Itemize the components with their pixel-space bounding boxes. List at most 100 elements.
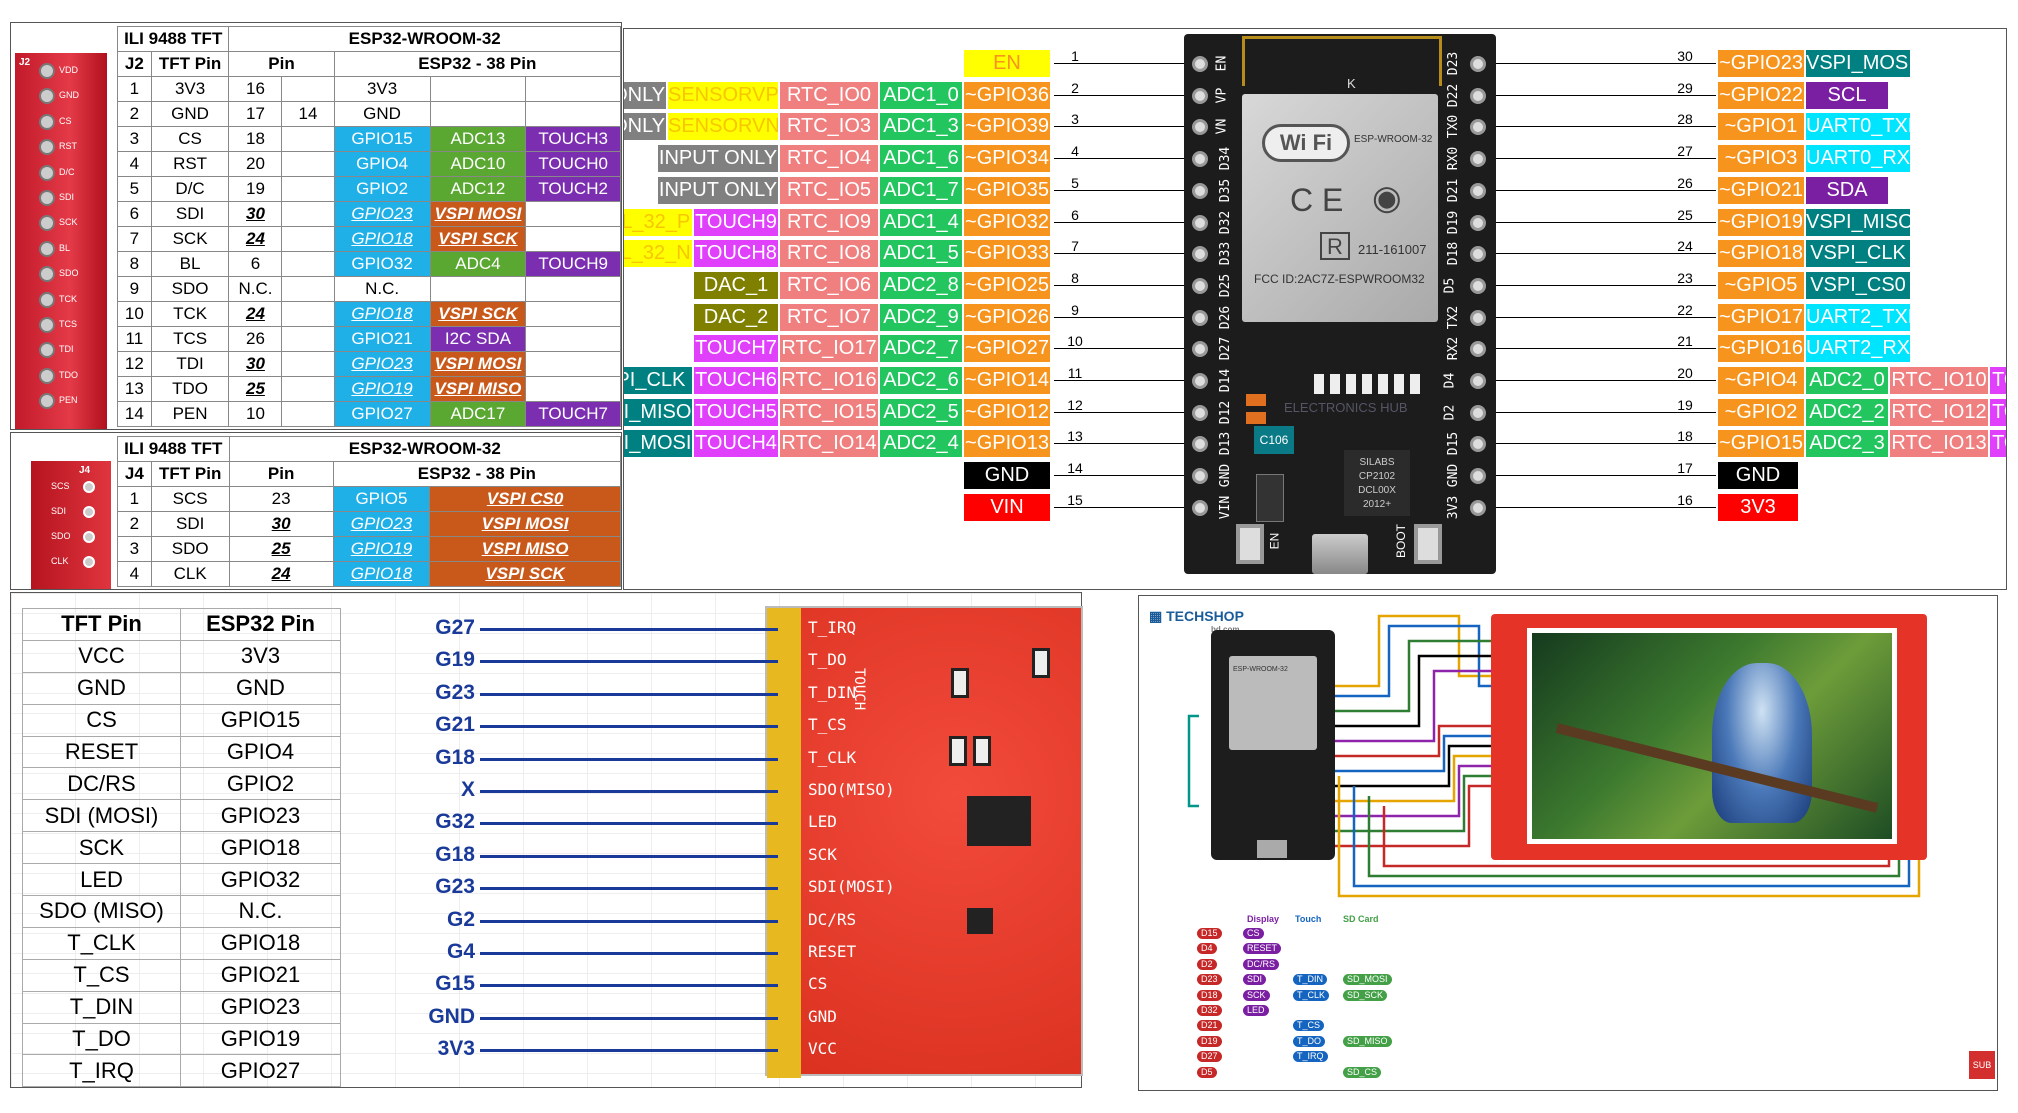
pin-number: 23 — [1677, 269, 1693, 286]
row-num: 11 — [117, 326, 152, 352]
pin-number: 16 — [1677, 491, 1693, 508]
row-num: 1 — [117, 76, 152, 102]
pin-silk-left: D13 — [1218, 432, 1234, 456]
pin-label-left: XTAL_32_P — [624, 208, 692, 236]
boot-button-label: BOOT — [1394, 523, 1409, 559]
pcb-label: CS — [808, 974, 828, 994]
pcb-label: T_DIN — [808, 682, 857, 702]
row-pin: 30 — [228, 201, 283, 227]
ce-mark: C E — [1290, 182, 1344, 218]
tft-pcb: TOUCH — [765, 606, 1083, 1078]
row-func: VSPI CS0 — [429, 486, 621, 512]
ic-u2 — [967, 796, 1031, 846]
row-tft-pin: VCC — [22, 639, 181, 673]
pin-line-left — [1054, 253, 1184, 255]
row-pin: 10 — [228, 401, 283, 427]
pin-hole — [1470, 182, 1486, 199]
gpio-line — [480, 822, 778, 826]
row-gpio: GPIO4 — [333, 151, 431, 177]
pin-label-right: RTC_IO10 — [1890, 367, 1988, 394]
row-func: I2C SDA — [429, 326, 527, 352]
row-esp32-pin: GPIO27 — [180, 1054, 341, 1088]
row-tft-pin: DC/RS — [22, 767, 181, 801]
pin-number: 27 — [1677, 143, 1693, 160]
pin-label-left: ~GPIO32 — [964, 208, 1050, 236]
pin-silk-left: D26 — [1218, 305, 1234, 329]
col-tft-pin: TFT Pin — [150, 51, 230, 77]
pin-line-right — [1496, 316, 1716, 318]
pin-label-left: ADC2_9 — [880, 303, 962, 331]
pin-line-left — [1054, 348, 1184, 350]
row-func — [429, 76, 527, 102]
pin-hole — [1192, 246, 1208, 263]
row-tft-pin: CS — [22, 703, 181, 737]
wire-11 — [1335, 774, 1514, 833]
row-tft-pin: T_IRQ — [22, 1054, 181, 1088]
pin-number: 2 — [1071, 79, 1079, 96]
pin-line-right — [1496, 443, 1716, 445]
pin-label-right: SCL — [1806, 81, 1888, 109]
legend-display: RESET — [1243, 943, 1282, 955]
pin-label-left: HSPI_MISO — [624, 398, 692, 426]
pin-label-left: ADC1_7 — [880, 176, 962, 204]
legend-pin: D18 — [1197, 989, 1222, 1001]
row-gpio: GPIO5 — [332, 486, 431, 512]
wiring-diagram-panel: ▦ TECHSHOP bd.com ESP-WROOM-32 — [1138, 595, 1998, 1091]
pin-hole — [1470, 246, 1486, 263]
gpio-line — [480, 692, 778, 696]
pin-label-left: ADC1_3 — [880, 113, 962, 141]
wire-8 — [1335, 744, 1514, 788]
row-esp32-pin: GPIO18 — [180, 926, 341, 960]
mini-usb — [1257, 840, 1287, 858]
pin-label-left: ADC1_6 — [880, 145, 962, 173]
row-gpio: GPIO18 — [333, 226, 431, 252]
pin-label-right: ~GPIO4 — [1718, 367, 1804, 394]
header-pin-label: TDI — [59, 344, 74, 355]
row-tft-pin: SDI — [150, 511, 230, 537]
pin-number: 13 — [1067, 428, 1083, 445]
tft-display-module — [1491, 614, 1927, 860]
row-func: VSPI MISO — [429, 536, 621, 562]
row-func: VSPI SCK — [429, 301, 527, 327]
gpio-label: G23 — [435, 680, 475, 704]
pin-label-left: TOUCH9 — [694, 208, 778, 236]
pin-silk-left: VP — [1214, 87, 1230, 104]
pin-label-right: ~GPIO2 — [1718, 398, 1804, 426]
row-gpio: GPIO19 — [333, 376, 431, 402]
pin-number: 4 — [1071, 143, 1079, 160]
header-pin-label: BL — [59, 242, 71, 253]
row-tft-pin: RST — [150, 151, 230, 177]
legend-pin: D21 — [1197, 1020, 1222, 1032]
header-pin-label: SDI — [51, 506, 67, 516]
row-gpio: GPIO27 — [333, 401, 431, 427]
pin-label-left: HSPI_MOSI — [624, 430, 692, 458]
pin-hole — [1192, 341, 1208, 358]
pcb-label: RESET — [808, 942, 857, 961]
row-func: VSPI MISO — [429, 376, 527, 402]
header-pin — [39, 139, 55, 156]
row-tft-pin: GND — [150, 101, 230, 127]
mini-module: ESP-WROOM-32 — [1229, 656, 1317, 750]
row-touch: TOUCH0 — [525, 151, 621, 177]
pin-number: 19 — [1677, 396, 1693, 413]
board-k: K — [1347, 76, 1356, 91]
pin-silk-left: D35 — [1218, 178, 1234, 203]
pin-hole — [1470, 87, 1486, 104]
row-gpio: GND — [333, 101, 431, 127]
pin-label-right: ~GPIO1 — [1718, 113, 1804, 141]
col-pin: Pin — [228, 51, 335, 77]
legend-touch: T_IRQ — [1293, 1051, 1328, 1063]
header-pin-label: D/C — [59, 166, 75, 177]
pin-line-right — [1496, 94, 1716, 96]
pin-hole — [1470, 119, 1486, 136]
pin-silk-left: VN — [1214, 119, 1230, 135]
row-tft-pin: SDO — [150, 276, 230, 302]
pin-silk-left: D25 — [1218, 273, 1234, 298]
row-tft-pin: 3V3 — [150, 76, 230, 102]
components-area: C106 SILABS CP2102 DCL00X 2012+ ELECTRON… — [1244, 334, 1440, 534]
row-num: 14 — [117, 401, 152, 427]
gpio-label: G23 — [435, 875, 475, 899]
